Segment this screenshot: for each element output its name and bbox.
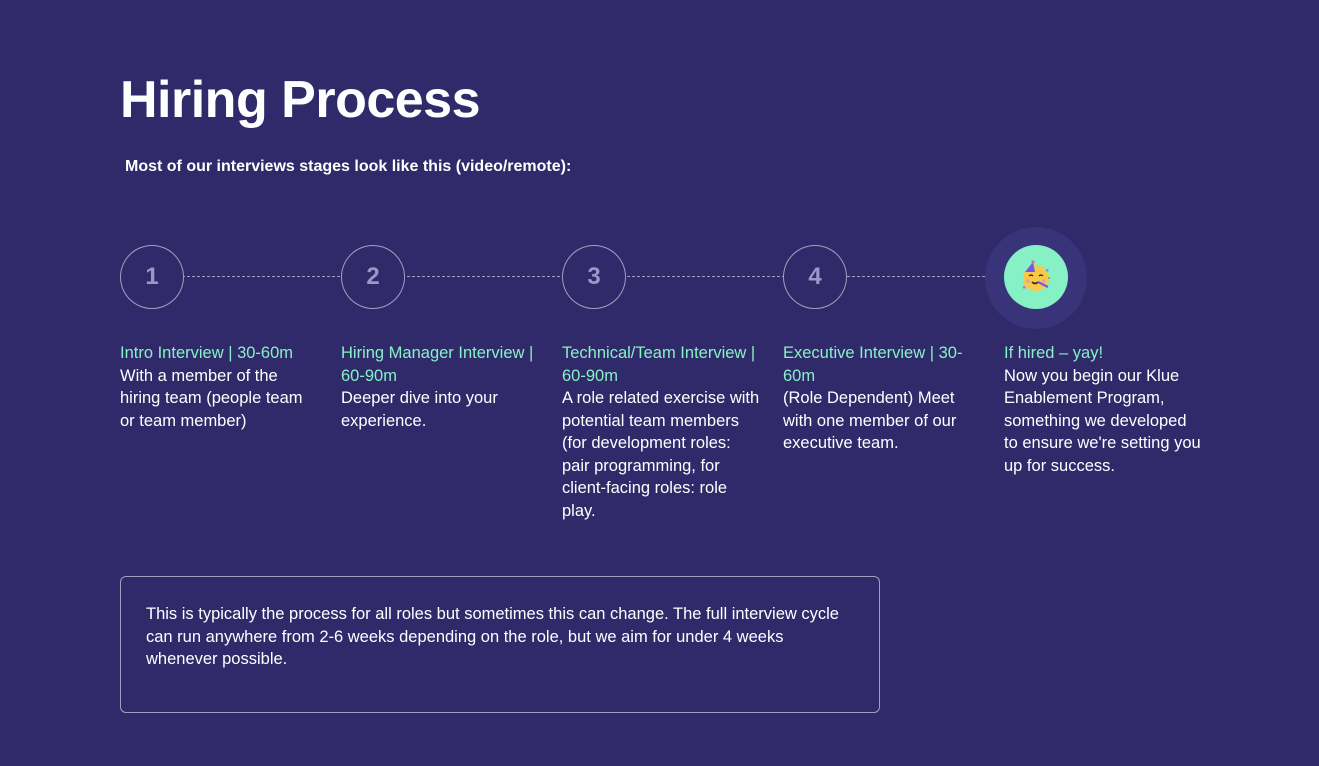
page-subtitle: Most of our interviews stages look like … [125, 158, 572, 175]
step-1-number: 1 [145, 263, 159, 290]
step-2: Hiring Manager Interview | 60-90m Deeper… [341, 342, 541, 432]
step-final-title: If hired – yay! [1004, 344, 1104, 362]
step-4-number: 4 [808, 263, 822, 290]
step-final: If hired – yay! Now you begin our Klue E… [1004, 342, 1204, 477]
step-2-number: 2 [366, 263, 380, 290]
step-3-title: Technical/Team Interview | 60-90m [562, 344, 756, 385]
step-final-description: Now you begin our Klue Enablement Progra… [1004, 366, 1201, 475]
step-1-title: Intro Interview | 30-60m [120, 344, 294, 362]
step-1-description: With a member of the hiring team (people… [120, 366, 303, 430]
page-title: Hiring Process [120, 71, 481, 129]
step-3-number: 3 [587, 263, 601, 290]
step-2-circle: 2 [341, 245, 405, 309]
step-4-title: Executive Interview | 30-60m [783, 344, 963, 385]
step-4-circle: 4 [783, 245, 847, 309]
step-3: Technical/Team Interview | 60-90m A role… [562, 342, 762, 522]
step-3-description: A role related exercise with potential t… [562, 389, 760, 520]
final-step-circle [1004, 245, 1068, 309]
process-note-text: This is typically the process for all ro… [146, 605, 839, 668]
party-face-icon [1023, 260, 1050, 291]
step-3-circle: 3 [562, 245, 626, 309]
step-2-title: Hiring Manager Interview | 60-90m [341, 344, 534, 385]
step-1-circle: 1 [120, 245, 184, 309]
step-4-description: (Role Dependent) Meet with one member of… [783, 389, 957, 452]
step-2-description: Deeper dive into your experience. [341, 389, 498, 430]
process-note-box: This is typically the process for all ro… [120, 576, 880, 713]
step-4: Executive Interview | 30-60m (Role Depen… [783, 342, 983, 455]
step-1: Intro Interview | 30-60m With a member o… [120, 342, 320, 432]
